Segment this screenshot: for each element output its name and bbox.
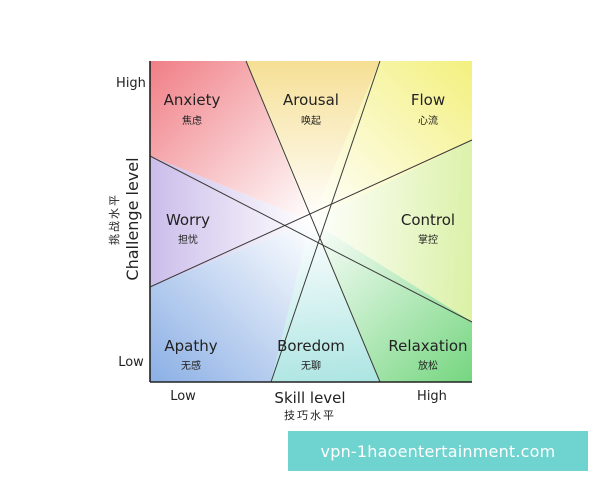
watermark-banner: vpn-1haoentertainment.com (288, 431, 588, 471)
watermark-text: vpn-1haoentertainment.com (320, 441, 556, 461)
region-label-control: Control (401, 211, 455, 229)
region-sublabel-anxiety: 焦虑 (182, 114, 202, 127)
region-sublabel-control: 掌控 (418, 233, 438, 246)
region-label-apathy: Apathy (164, 337, 217, 355)
y-axis-title: Challenge level (123, 157, 142, 280)
sector-control (311, 140, 472, 322)
y-axis-low-label: Low (118, 355, 144, 370)
region-sublabel-apathy: 无感 (181, 359, 201, 372)
sector-worry (150, 156, 311, 287)
region-sublabel-relaxation: 放松 (418, 359, 438, 372)
divider-line (149, 139, 473, 288)
sector-relaxation (311, 221, 472, 382)
region-sublabel-worry: 担忧 (178, 233, 198, 246)
divider-line (149, 155, 473, 323)
region-label-worry: Worry (166, 211, 210, 229)
diagram-sectors (150, 61, 472, 382)
divider-line (270, 60, 381, 383)
sector-flow (311, 61, 472, 221)
sector-anxiety (150, 61, 311, 221)
region-label-arousal: Arousal (283, 91, 339, 109)
x-axis-subtitle: 技巧水平 (284, 409, 336, 422)
region-label-anxiety: Anxiety (164, 91, 221, 109)
y-axis-high-label: High (116, 76, 146, 91)
region-label-boredom: Boredom (277, 337, 345, 355)
region-label-flow: Flow (411, 91, 445, 109)
y-axis-subtitle: 挑战水平 (107, 193, 121, 245)
region-sublabel-flow: 心流 (418, 114, 438, 127)
sector-boredom (271, 221, 380, 382)
x-axis-low-label: Low (170, 389, 196, 404)
region-sublabel-boredom: 无聊 (301, 359, 321, 372)
divider-lines (149, 60, 473, 383)
divider-line (245, 60, 381, 383)
x-axis-title: Skill level (274, 389, 345, 407)
sector-arousal (246, 61, 380, 221)
sector-apathy (150, 221, 311, 382)
region-sublabel-arousal: 唤起 (301, 114, 321, 127)
region-label-relaxation: Relaxation (388, 337, 467, 355)
x-axis-high-label: High (417, 389, 447, 404)
